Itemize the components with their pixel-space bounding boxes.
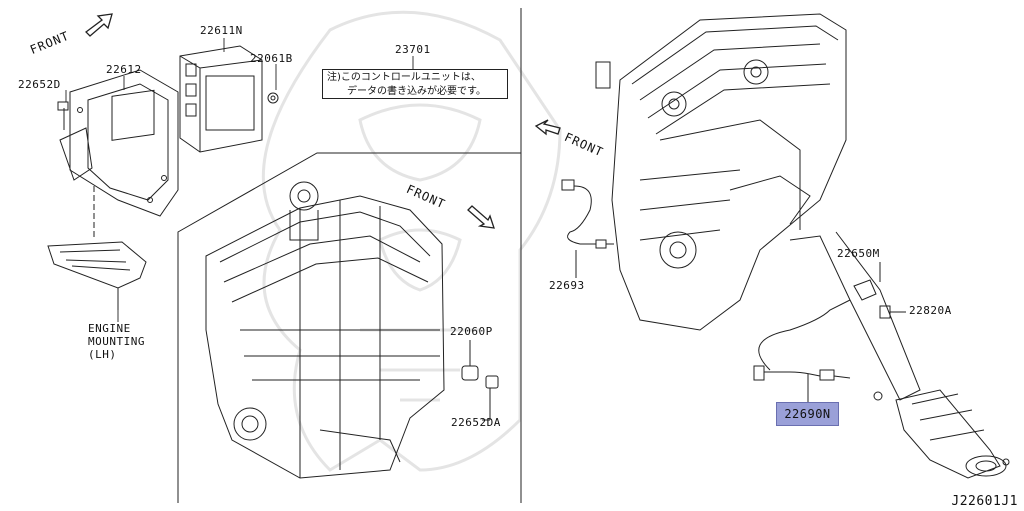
diagram-code: J22601J1 <box>951 494 1018 509</box>
center-engine-drawing <box>205 181 445 479</box>
exhaust-converter-drawing <box>789 231 1010 479</box>
part-label-22060P[interactable]: 22060P <box>450 325 493 338</box>
engine-panel-frame <box>177 152 521 503</box>
bracket-22650M-drawing <box>853 262 906 319</box>
part-label-22611N[interactable]: 22611N <box>200 24 243 37</box>
note-box: 注)このコントロールユニットは、 データの書き込みが必要です。 <box>322 69 508 99</box>
sensor-22060P-drawing <box>461 340 499 421</box>
part-label-22820A[interactable]: 22820A <box>909 304 952 317</box>
part-label-22652DA[interactable]: 22652DA <box>451 416 501 429</box>
note-line: 注)このコントロールユニットは、 <box>327 72 481 83</box>
front-arrow-icon <box>534 119 561 136</box>
engine-mounting-line: ENGINE <box>88 322 131 335</box>
front-arrow-icon <box>85 13 113 37</box>
sensor-22690N-drawing <box>753 299 851 402</box>
engine-mounting-label: ENGINE MOUNTING (LH) <box>88 322 145 361</box>
part-label-22612[interactable]: 22612 <box>106 63 142 76</box>
part-label-22690N-highlighted[interactable]: 22690N <box>776 402 839 426</box>
part-label-22693[interactable]: 22693 <box>549 279 585 292</box>
part-label-22652D[interactable]: 22652D <box>18 78 61 91</box>
part-label-22061B[interactable]: 22061B <box>250 52 293 65</box>
watermark-emblem <box>261 10 562 472</box>
front-arrow-icon <box>467 205 495 229</box>
ecu-bracket-drawing <box>57 69 179 217</box>
engine-mounting-line: (LH) <box>88 348 117 361</box>
sensor-22693-drawing <box>561 179 614 278</box>
note-line: データの書き込みが必要です。 <box>347 86 486 97</box>
right-engine-drawing <box>595 13 847 331</box>
engine-mounting-drawing <box>47 241 147 310</box>
part-label-22690N: 22690N <box>784 407 831 421</box>
engine-mounting-line: MOUNTING <box>88 335 145 348</box>
ecu-module-drawing <box>179 45 279 153</box>
leader-lines <box>65 38 414 322</box>
part-label-22650M[interactable]: 22650M <box>837 247 880 260</box>
part-label-23701[interactable]: 23701 <box>395 43 431 56</box>
